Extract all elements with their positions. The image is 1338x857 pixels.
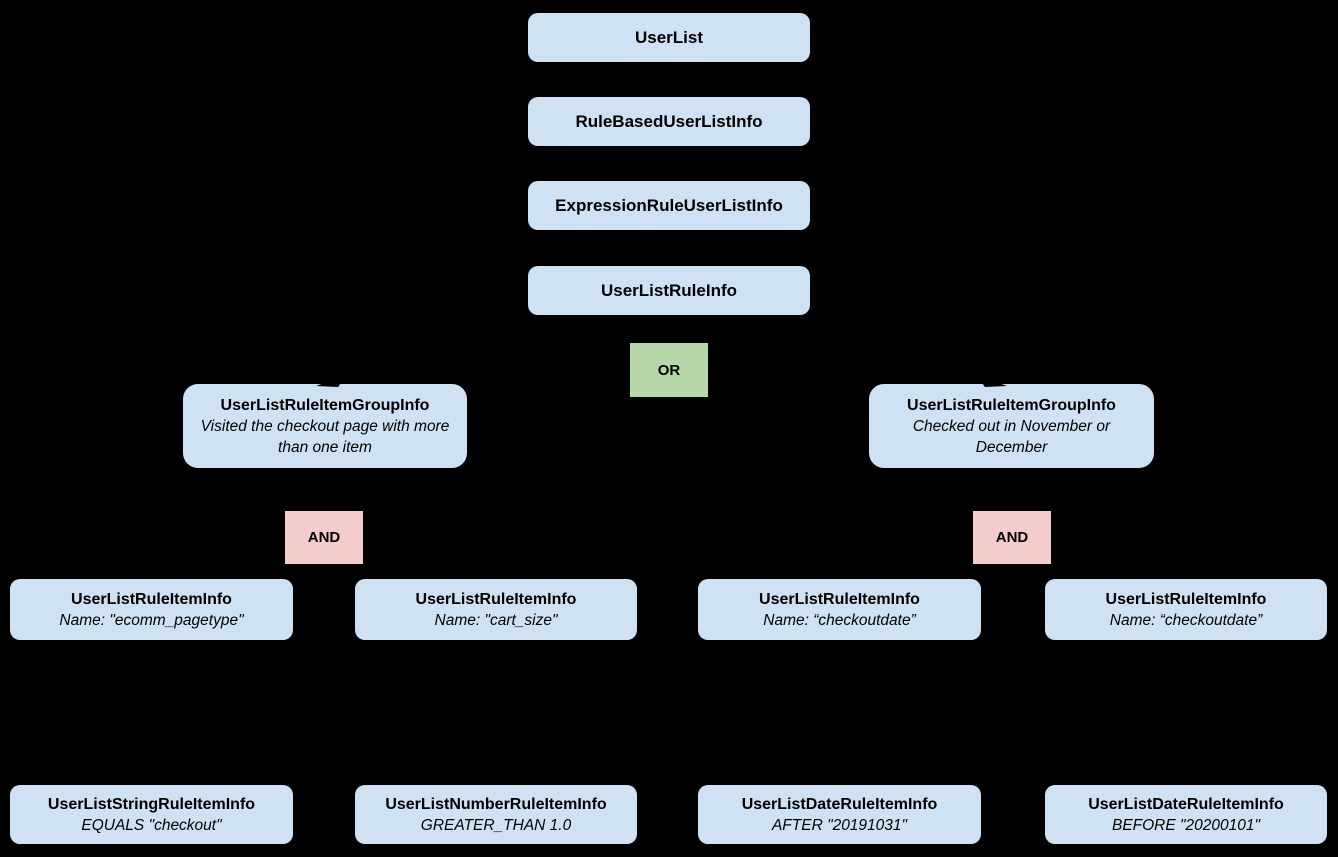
node-description: GREATER_THAN 1.0 xyxy=(420,816,572,834)
node-title: UserListRuleItemInfo xyxy=(1105,590,1267,608)
node-title: UserListRuleItemInfo xyxy=(71,590,232,608)
node-title: UserListRuleItemInfo xyxy=(759,590,920,608)
node-description: Checked out in November or December xyxy=(912,417,1111,456)
and-operator-box-right: AND xyxy=(973,511,1051,564)
node-title: UserListStringRuleItemInfo xyxy=(47,795,256,813)
node-title: UserListDateRuleItemInfo xyxy=(741,795,938,813)
node-rule-item-checkoutdate-2: UserListRuleItemInfo Name: “checkoutdate… xyxy=(1045,579,1327,640)
node-userlist: UserList xyxy=(528,13,810,62)
node-title: RuleBasedUserListInfo xyxy=(575,112,763,131)
node-rule-item-cart-size: UserListRuleItemInfo Name: "cart_size" xyxy=(355,579,637,640)
node-description: AFTER "20191031" xyxy=(771,816,908,834)
operator-label: AND xyxy=(995,529,1029,546)
node-string-rule-item: UserListStringRuleItemInfo EQUALS "check… xyxy=(10,785,293,844)
node-title: UserListRuleItemGroupInfo xyxy=(907,396,1116,414)
node-expression-rule-user-list-info: ExpressionRuleUserListInfo xyxy=(528,181,810,230)
node-description: Name: "ecomm_pagetype" xyxy=(59,611,244,629)
node-description: Name: “checkoutdate” xyxy=(763,611,916,629)
node-description: BEFORE "20200101" xyxy=(1111,816,1260,834)
and-operator-box-left: AND xyxy=(285,511,363,564)
node-number-rule-item: UserListNumberRuleItemInfo GREATER_THAN … xyxy=(355,785,637,844)
operator-label: AND xyxy=(307,529,341,546)
node-title: UserListRuleItemGroupInfo xyxy=(220,396,430,414)
node-title: ExpressionRuleUserListInfo xyxy=(555,196,783,215)
node-rule-item-checkoutdate-1: UserListRuleItemInfo Name: “checkoutdate… xyxy=(698,579,981,640)
operator-label: OR xyxy=(657,361,681,379)
node-title: UserList xyxy=(634,28,704,47)
node-title: UserListDateRuleItemInfo xyxy=(1088,795,1284,813)
node-description: Name: "cart_size" xyxy=(434,611,558,629)
node-title: UserListRuleItemInfo xyxy=(415,590,577,608)
node-description: Visited the checkout page with more than… xyxy=(200,417,450,456)
node-rule-item-group-right: UserListRuleItemGroupInfo Checked out in… xyxy=(869,384,1154,468)
node-title: UserListNumberRuleItemInfo xyxy=(385,795,607,813)
node-rule-item-group-left: UserListRuleItemGroupInfo Visited the ch… xyxy=(183,384,467,468)
node-date-rule-item-before: UserListDateRuleItemInfo BEFORE "2020010… xyxy=(1045,785,1327,844)
or-operator-box: OR xyxy=(630,343,708,397)
node-title: UserListRuleInfo xyxy=(600,281,738,300)
node-description: EQUALS "checkout" xyxy=(81,816,222,834)
node-description: Name: “checkoutdate” xyxy=(1109,611,1263,629)
node-rule-item-ecomm-pagetype: UserListRuleItemInfo Name: "ecomm_pagety… xyxy=(10,579,293,640)
node-user-list-rule-info: UserListRuleInfo xyxy=(528,266,810,315)
node-rule-based-user-list-info: RuleBasedUserListInfo xyxy=(528,97,810,146)
node-date-rule-item-after: UserListDateRuleItemInfo AFTER "20191031… xyxy=(698,785,981,844)
